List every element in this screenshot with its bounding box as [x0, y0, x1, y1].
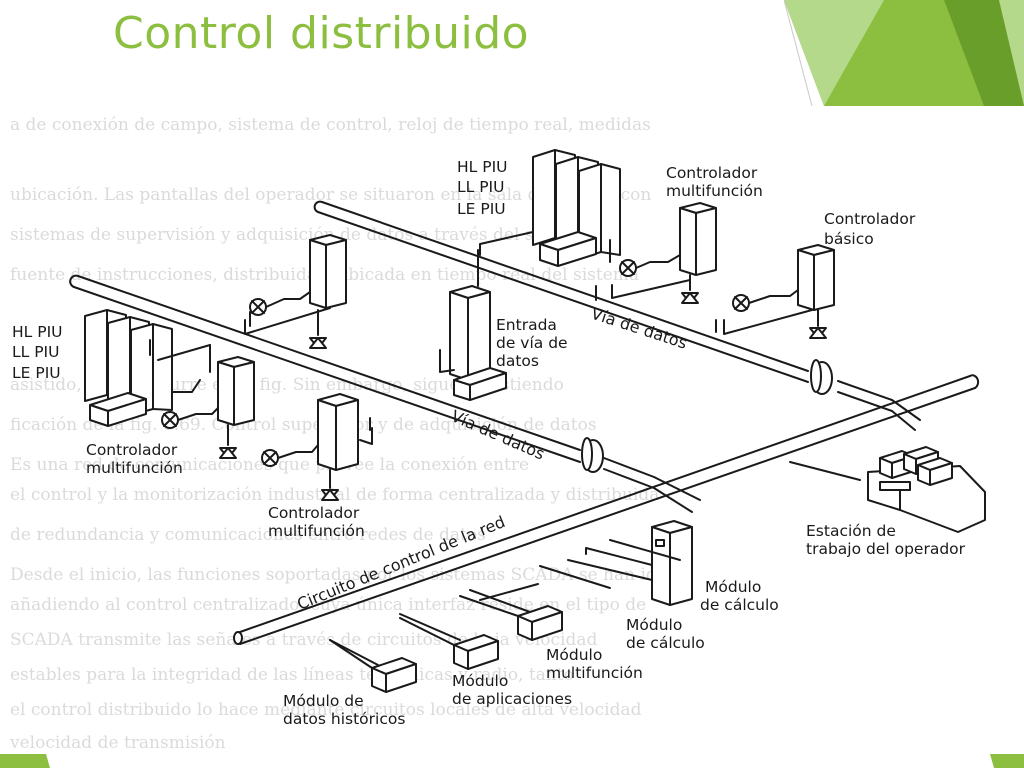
- data-highway-bottom: [69, 274, 655, 489]
- label-mod-multi-b: multifunción: [546, 664, 643, 682]
- label-estacion-2: trabajo del operador: [806, 540, 966, 558]
- label-mod-apl-a: Módulo: [452, 672, 508, 690]
- terminal-left: [89, 392, 147, 427]
- label-via-datos-top: Vía de datos: [589, 304, 690, 353]
- data-highway-top: [313, 200, 893, 412]
- label-piu-left-le: LE PIU: [12, 364, 61, 382]
- label-piu-top-hl: HL PIU: [457, 158, 507, 176]
- controller-middle: [309, 234, 347, 309]
- piu-stack-left: [84, 309, 173, 416]
- bottom-decoration: [0, 754, 1024, 768]
- operator-workstation: [867, 446, 986, 533]
- controller-basic: [797, 244, 835, 311]
- gateway-terminal: [453, 367, 507, 401]
- module-multifuncion-box: [453, 634, 499, 670]
- label-mod-calc-2-a: Módulo: [626, 616, 682, 634]
- piu-stack-top: [532, 149, 621, 260]
- label-mod-apl-b: de aplicaciones: [452, 690, 572, 708]
- module-aplicaciones-box: [371, 657, 417, 693]
- label-ctrl-multi-bottom-2: multifunción: [268, 522, 365, 540]
- distributed-control-diagram: a de conexión de campo, sistema de contr…: [9, 115, 986, 753]
- corner-decoration: [784, 0, 1024, 106]
- label-ctrl-multi-bottom-1: Controlador: [268, 504, 360, 522]
- svg-text:estables para la integridad de: estables para la integridad de las línea…: [10, 665, 574, 685]
- highway-coupler-bottom: [581, 437, 604, 473]
- module-calculo-tower: [651, 520, 693, 606]
- controller-multifunction-bottom: [317, 393, 359, 471]
- label-mod-calc-1-a: Módulo: [705, 578, 761, 596]
- label-ctrl-basic-1: Controlador: [824, 210, 916, 228]
- label-entrada-3: datos: [496, 352, 539, 370]
- label-piu-top-le: LE PIU: [457, 200, 506, 218]
- module-calculo-box: [517, 605, 563, 641]
- network-control-loop: [233, 374, 980, 645]
- label-ctrl-multi-top-1: Controlador: [666, 164, 758, 182]
- label-mod-multi-a: Módulo: [546, 646, 602, 664]
- svg-text:Desde el inicio, las funciones: Desde el inicio, las funciones soportada…: [10, 565, 667, 585]
- label-mod-calc-2-b: de cálculo: [626, 634, 705, 652]
- svg-text:ficación de la fig. 6.69. Cont: ficación de la fig. 6.69. Control superv…: [10, 415, 597, 435]
- slide-title: Control distribuido: [113, 8, 530, 59]
- highway-coupler-top: [810, 359, 833, 395]
- svg-text:a de conexión de campo, sistem: a de conexión de campo, sistema de contr…: [10, 115, 651, 135]
- svg-text:el control distribuido lo hace: el control distribuido lo hace mediante …: [10, 700, 642, 720]
- svg-text:ubicación. Las pantallas del o: ubicación. Las pantallas del operador se…: [10, 185, 651, 205]
- label-piu-left-hl: HL PIU: [12, 323, 62, 341]
- data-highway-gateway: [449, 285, 491, 381]
- label-ctrl-multi-top-2: multifunción: [666, 182, 763, 200]
- label-ctrl-multi-left-2: multifunción: [86, 459, 183, 477]
- svg-text:sistemas de supervisión y adqu: sistemas de supervisión y adquisición de…: [10, 225, 591, 245]
- label-mod-calc-1-b: de cálculo: [700, 596, 779, 614]
- controller-multifunction-left: [217, 356, 255, 426]
- label-ctrl-basic-2: básico: [824, 230, 874, 248]
- svg-text:SCADA transmite las señales a: SCADA transmite las señales a través de …: [10, 630, 597, 650]
- label-mod-hist-b: datos históricos: [283, 710, 405, 728]
- svg-text:velocidad de transmisión: velocidad de transmisión: [9, 733, 226, 753]
- label-ctrl-multi-left-1: Controlador: [86, 441, 178, 459]
- label-entrada-2: de vía de: [496, 334, 568, 352]
- terminal-top: [539, 231, 597, 267]
- label-piu-left-ll: LL PIU: [12, 343, 59, 361]
- svg-text:de redundancia y comunicacione: de redundancia y comunicaciones entre re…: [10, 525, 486, 545]
- label-piu-top-ll: LL PIU: [457, 178, 504, 196]
- controller-multifunction-top: [679, 202, 717, 276]
- svg-text:añadiendo al control centraliz: añadiendo al control centralizado, cuya …: [10, 595, 646, 615]
- label-estacion-1: Estación de: [806, 522, 896, 540]
- label-entrada-1: Entrada: [496, 316, 557, 334]
- label-mod-hist-a: Módulo de: [283, 692, 364, 710]
